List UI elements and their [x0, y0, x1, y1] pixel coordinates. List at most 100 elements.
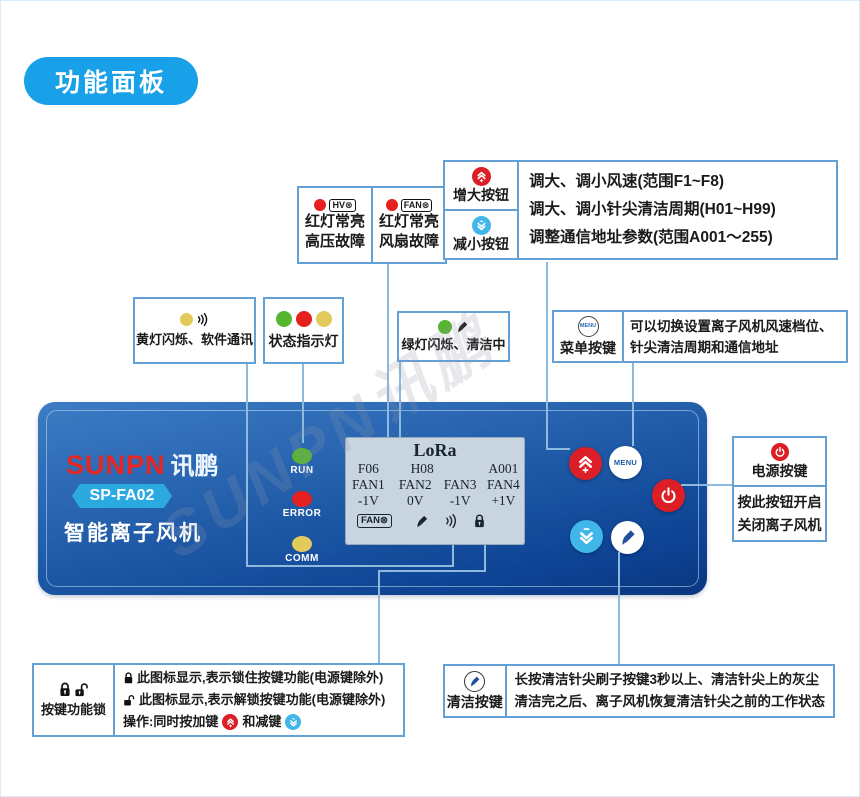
adjust-desc-1: 调大、调小风速(范围F1~F8) — [529, 173, 725, 190]
connector-lock-h — [378, 570, 486, 572]
decrease-button-icon — [285, 714, 302, 730]
lock-desc-3b: 和减键 — [242, 714, 282, 729]
page-title: 功能面板 — [24, 57, 198, 105]
adjust-icon-column: 增大按钮 减小按钮 — [445, 162, 519, 258]
fan-fault-line2: 风扇故障 — [378, 232, 439, 250]
error-led — [292, 491, 312, 507]
power-key-descriptions: 按此按钮开启 关闭离子风机 — [734, 487, 825, 540]
increase-label: 增大按钮 — [453, 186, 509, 203]
connector-menu-v — [632, 363, 634, 446]
run-led-group: RUN — [278, 448, 326, 476]
connector-lock-v1 — [484, 545, 486, 572]
error-led-label: ERROR — [282, 508, 322, 519]
decrease-label: 减小按钮 — [453, 235, 509, 252]
menu-desc-1: 可以切换设置离子风机风速档位、 — [630, 318, 833, 334]
yellow-led-icon — [180, 313, 193, 326]
error-led-group: ERROR — [278, 491, 326, 519]
lcd-period-value: H08 — [410, 461, 434, 476]
lock-desc-1: 此图标显示,表示锁住按键功能(电源键除外) — [137, 670, 384, 685]
menu-key-descriptions: 可以切换设置离子风机风速档位、 针尖清洁周期和通信地址 — [624, 312, 846, 361]
lock-desc-row-3: 操作:同时按加键 和减键 — [123, 711, 302, 733]
comm-led-label: COMM — [285, 553, 319, 564]
connector-adjust-v — [546, 262, 548, 450]
fan-fault-badge: FAN⊗ — [357, 514, 392, 528]
increase-button-icon — [471, 166, 491, 186]
lcd-row-fans: FAN1 FAN2 FAN3 FAN4 — [345, 477, 525, 493]
lcd-fan4-label: FAN4 — [486, 477, 520, 492]
lcd-fan3-label: FAN3 — [443, 477, 477, 492]
key-lock-descriptions: 此图标显示,表示锁住按键功能(电源键除外) 此图标显示,表示解锁按键功能(电源键… — [115, 665, 403, 735]
comm-led — [292, 536, 312, 552]
hv-fault-line2: 高压故障 — [304, 232, 365, 250]
clean-button[interactable] — [611, 521, 644, 554]
power-button[interactable] — [652, 479, 685, 512]
key-lock-cell: 按键功能锁 — [34, 665, 115, 735]
lcd-fan3-voltage: -1V — [449, 493, 471, 508]
adjust-desc-2: 调大、调小针尖清洁周期(H01~H99) — [529, 201, 776, 218]
brush-icon — [414, 514, 429, 529]
lock-open-icon — [123, 694, 136, 707]
decrease-button[interactable] — [570, 520, 603, 553]
status-lights-cell: 状态指示灯 — [265, 299, 342, 362]
lock-open-icon — [74, 682, 90, 698]
hv-fault-callout: HV⊗ 红灯常亮 高压故障 — [299, 188, 373, 262]
decrease-label-cell: 减小按钮 — [445, 211, 517, 258]
clean-key-label: 清洁按键 — [446, 693, 503, 710]
status-lights-callout: 状态指示灯 — [263, 297, 344, 364]
increase-label-cell: 增大按钮 — [445, 162, 517, 211]
power-key-cell: 电源按键 — [734, 438, 825, 487]
yellow-led-icon — [315, 310, 332, 327]
fault-callouts: HV⊗ 红灯常亮 高压故障 FAN⊗ 红灯常亮 风扇故障 — [297, 186, 447, 264]
increase-button[interactable] — [569, 447, 602, 480]
power-key-label: 电源按键 — [751, 462, 808, 479]
power-button-icon — [770, 442, 789, 461]
increase-button-icon — [222, 714, 239, 730]
lcd-row-values: F06 H08 A001 — [345, 461, 525, 477]
lcd-fan2-label: FAN2 — [398, 477, 432, 492]
lcd-empty-cell — [439, 461, 482, 477]
brand-logo: SUNPN 讯鹏 — [66, 446, 219, 481]
lcd-speed-value: F06 — [357, 461, 379, 476]
connector-power-h — [681, 484, 732, 486]
red-led-icon — [314, 199, 327, 211]
clean-desc-2: 清洁完之后、离子风机恢复清洁针尖之前的工作状态 — [514, 694, 826, 709]
menu-button[interactable]: MENU — [609, 446, 642, 479]
brand-cn: 讯鹏 — [170, 453, 219, 480]
key-lock-label: 按键功能锁 — [40, 702, 106, 717]
signal-icon — [444, 513, 458, 529]
decrease-button-icon — [471, 215, 491, 235]
green-light-cell: 绿灯闪烁、清洁中 — [399, 313, 508, 360]
menu-button-label: MENU — [613, 458, 638, 467]
product-name: 智能离子风机 — [64, 522, 202, 545]
run-led — [292, 448, 312, 464]
connector-green-to-lcd — [399, 362, 401, 437]
lcd-fan2-voltage: 0V — [406, 493, 424, 508]
menu-key-label: 菜单按键 — [560, 339, 616, 356]
fan-fault-line1: 红灯常亮 — [378, 212, 439, 230]
green-light-callout: 绿灯闪烁、清洁中 — [397, 311, 510, 362]
signal-icon — [196, 312, 209, 327]
clean-key-descriptions: 长按清洁针尖刷子按键3秒以上、清洁针尖上的灰尘 清洁完之后、离子风机恢复清洁针尖… — [507, 666, 834, 716]
lock-desc-3a: 操作:同时按加键 — [123, 714, 219, 729]
red-led-icon — [385, 199, 398, 211]
adjust-descriptions: 调大、调小风速(范围F1~F8) 调大、调小针尖清洁周期(H01~H99) 调整… — [519, 162, 836, 258]
lcd-title: LoRa — [413, 440, 457, 460]
green-led-icon — [438, 319, 452, 334]
clean-key-callout: 清洁按键 长按清洁针尖刷子按键3秒以上、清洁针尖上的灰尘 清洁完之后、离子风机恢… — [443, 664, 835, 718]
connector-yellow-to-signal-icon — [452, 545, 454, 566]
lcd-fan1-voltage: -1V — [357, 493, 379, 508]
lock-closed-icon — [473, 513, 486, 529]
lock-desc-row-1: 此图标显示,表示锁住按键功能(电源键除外) — [123, 667, 383, 689]
clean-desc-1: 长按清洁针尖刷子按键3秒以上、清洁针尖上的灰尘 — [514, 672, 820, 687]
green-led-icon — [275, 310, 292, 327]
lcd-row-voltages: -1V 0V -1V +1V — [345, 493, 525, 509]
comm-led-group: COMM — [278, 536, 326, 564]
power-desc-1: 按此按钮开启 — [737, 493, 822, 510]
key-lock-callout: 按键功能锁 此图标显示,表示锁住按键功能(电源键除外) 此图标显示,表示解锁按键… — [32, 663, 405, 737]
lock-closed-icon — [58, 681, 72, 698]
adjust-callout: 增大按钮 减小按钮 调大、调小风速(范围F1~F8) 调大、调小针尖清洁周期(H… — [443, 160, 838, 260]
fan-fault-callout: FAN⊗ 红灯常亮 风扇故障 — [373, 188, 445, 262]
fan-fault-badge: FAN⊗ — [400, 198, 433, 212]
connector-yellow-v1 — [246, 364, 248, 566]
